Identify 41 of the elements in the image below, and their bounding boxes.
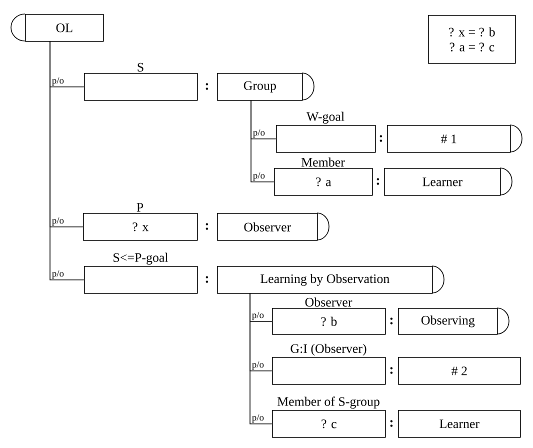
colon-label: : bbox=[390, 318, 393, 324]
colon-label: : bbox=[206, 276, 208, 283]
class-box: # 2 bbox=[398, 356, 521, 385]
edge-label: p/o bbox=[52, 77, 64, 86]
edge-label: p/o bbox=[52, 217, 64, 226]
role-label: S<=P-goal bbox=[114, 252, 168, 265]
edge-label: p/o bbox=[253, 172, 265, 181]
connector-line bbox=[250, 293, 272, 424]
class-box: Observer bbox=[217, 212, 330, 241]
note-box: ? x = ? b ? a = ? c bbox=[428, 15, 516, 64]
edge-label: p/o bbox=[252, 312, 264, 320]
class-box: OL bbox=[10, 14, 104, 42]
colon-label: : bbox=[206, 223, 208, 230]
slot-box: ? c bbox=[272, 410, 386, 438]
role-label: Observer bbox=[305, 297, 352, 307]
connector-line bbox=[250, 100, 274, 182]
class-box: Group bbox=[217, 72, 314, 101]
edge-label: p/o bbox=[253, 129, 265, 138]
colon-label: : bbox=[376, 178, 380, 185]
class-box: Observing bbox=[398, 308, 510, 335]
role-label: S bbox=[138, 62, 144, 72]
role-label: W-goal bbox=[306, 112, 344, 124]
edge-label: p/o bbox=[252, 414, 264, 423]
role-label: Member bbox=[301, 157, 345, 167]
slot-box: ? x bbox=[83, 212, 198, 241]
role-label: G:I (Observer) bbox=[290, 344, 366, 356]
slot-box: ? b bbox=[272, 308, 386, 335]
class-box: # 1 bbox=[387, 124, 522, 153]
class-box: Learning by Observation bbox=[217, 266, 444, 294]
edge-label: p/o bbox=[252, 361, 264, 370]
colon-label: : bbox=[380, 135, 382, 142]
edge-label: p/o bbox=[52, 270, 64, 279]
colon-label: : bbox=[390, 367, 393, 374]
slot-box: ? a bbox=[274, 168, 373, 196]
role-label: Member of S-group bbox=[277, 396, 380, 409]
colon-label: : bbox=[390, 420, 393, 427]
class-box: Learner bbox=[398, 410, 521, 438]
class-box: Learner bbox=[384, 168, 512, 196]
colon-label: : bbox=[206, 83, 208, 90]
role-label: P bbox=[136, 203, 144, 212]
connector-line bbox=[50, 41, 84, 280]
